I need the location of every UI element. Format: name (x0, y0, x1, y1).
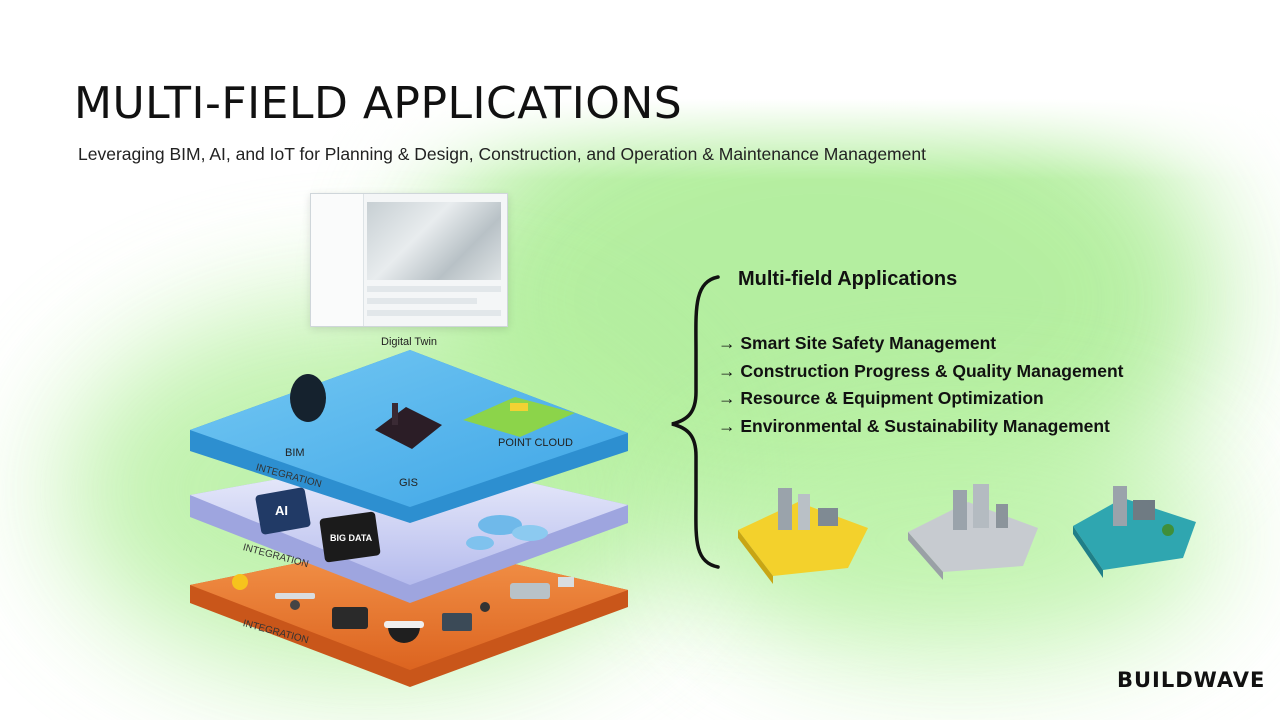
list-item: → Construction Progress & Quality Manage… (718, 360, 1124, 381)
point-cloud-icon (463, 397, 575, 437)
big-data-chip-icon (319, 511, 381, 563)
iot-layer (190, 540, 628, 687)
ai-chip-label: AI (275, 503, 288, 518)
bim-label: BIM (285, 447, 305, 459)
cloud-icon (478, 515, 522, 535)
list-item: → Resource & Equipment Optimization (718, 388, 1044, 408)
applications-list: → Smart Site Safety Management → Constru… (718, 330, 1123, 440)
safety-site-illustration (738, 488, 868, 584)
point-cloud-label: POINT CLOUD (498, 437, 573, 449)
cctv-camera-icon (388, 627, 420, 643)
site-illustrations (738, 484, 1196, 584)
gis-model-icon (375, 407, 442, 449)
digital-twin-label: Digital Twin (381, 336, 438, 348)
cloud-icon (512, 525, 548, 541)
bim-model-icon (290, 374, 326, 422)
ai-chip-icon (255, 487, 311, 535)
list-item: → Environmental & Sustainability Managem… (718, 415, 1110, 436)
worker-icon (480, 602, 490, 612)
drone-small-icon (558, 577, 574, 587)
integration-stack-diagram: AI BIG DATA (190, 350, 628, 687)
brand-logo: BUILDWAVE (1117, 668, 1266, 692)
cloud-icon (466, 536, 494, 550)
digital-twin-screenshot (310, 193, 508, 327)
bim-gis-layer (190, 350, 628, 523)
page-title: MULTI-FIELD APPLICATIONS (74, 78, 683, 129)
progress-site-illustration (908, 484, 1038, 580)
sensor-board-icon (332, 607, 368, 629)
drone-icon (275, 593, 315, 599)
equipment-icon (510, 583, 550, 599)
helmet-icon (232, 574, 248, 590)
page-subtitle: Leveraging BIM, AI, and IoT for Planning… (78, 144, 926, 164)
applications-heading: Multi-field Applications (738, 268, 958, 290)
brace-icon (671, 275, 720, 569)
list-item: → Smart Site Safety Management (718, 333, 997, 353)
gis-label: GIS (399, 477, 418, 489)
big-data-label: BIG DATA (330, 533, 373, 543)
tablet-icon (442, 613, 472, 631)
background-white-fade (0, 0, 1280, 180)
environment-site-illustration (1073, 486, 1196, 578)
